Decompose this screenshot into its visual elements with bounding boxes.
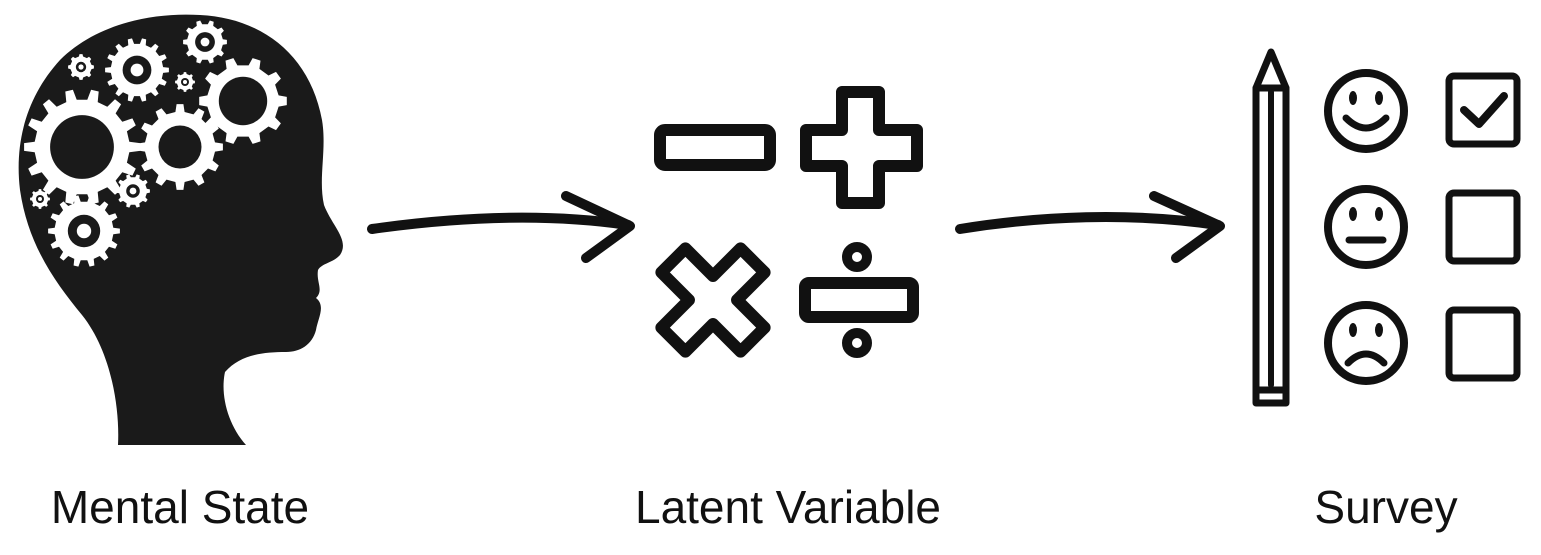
empty-checkbox-icon (1445, 189, 1521, 265)
gear-axle (130, 63, 144, 77)
math-operators-icon (654, 86, 923, 358)
pencil-icon (1252, 48, 1290, 407)
neutral-face-icon (1324, 185, 1408, 269)
gear-axle (38, 197, 42, 201)
divide-icon (799, 242, 919, 358)
happy-face-icon (1324, 69, 1408, 153)
arrow-right-icon (955, 191, 1225, 263)
gear-axle (78, 64, 84, 70)
gear-hub (50, 115, 114, 179)
gear-axle (200, 37, 210, 47)
survey-form-icon (1252, 48, 1521, 407)
gear-axle (76, 223, 92, 239)
gear-hub (218, 76, 268, 126)
arrow-right-icon (367, 191, 635, 263)
plus-icon (800, 86, 923, 209)
empty-checkbox-icon (1445, 306, 1521, 382)
gears-group (24, 20, 287, 267)
head-with-gears-icon (18, 14, 343, 445)
minus-icon (654, 124, 776, 171)
stage-label-latent-variable: Latent Variable (634, 481, 942, 533)
stage-label-survey: Survey (1314, 481, 1458, 533)
stage-label-mental-state: Mental State (50, 481, 310, 533)
gear-axle (183, 80, 187, 84)
sad-face-icon (1324, 301, 1408, 385)
multiply-icon (655, 242, 771, 358)
gear-hub (158, 125, 202, 169)
checked-checkbox-icon (1445, 72, 1521, 148)
gear-axle (129, 187, 137, 195)
